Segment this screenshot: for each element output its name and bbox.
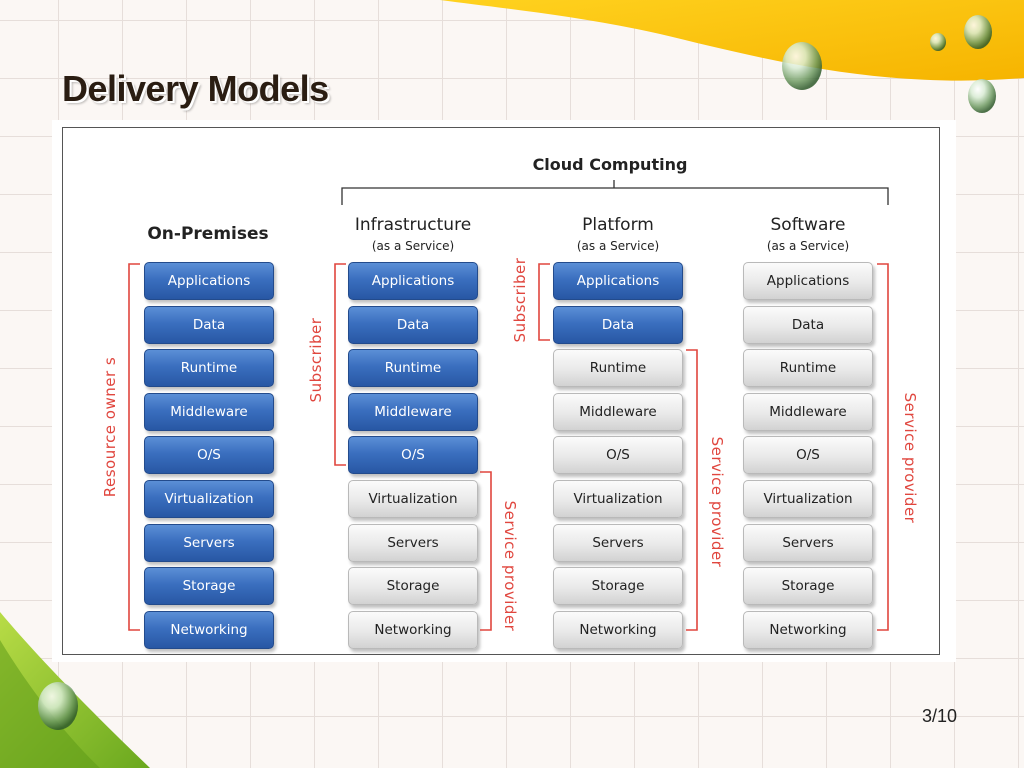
column-title-text: On-Premises	[147, 224, 269, 244]
layer-os: O/S	[348, 436, 478, 475]
layer-runtime: Runtime	[553, 349, 683, 388]
iaas-service-provider-label: Service provider	[501, 500, 519, 632]
layer-middleware: Middleware	[743, 392, 873, 431]
layer-storage: Storage	[348, 567, 478, 606]
column-title-paas: Platform (as a Service)	[528, 215, 708, 253]
layer-runtime: Runtime	[348, 349, 478, 388]
layer-data: Data	[144, 305, 274, 344]
cloud-computing-label: Cloud Computing	[532, 155, 688, 174]
column-subtitle-text: (as a Service)	[576, 239, 660, 253]
layer-middleware: Middleware	[348, 392, 478, 431]
saas-service-provider-label: Service provider	[901, 392, 919, 524]
layer-servers: Servers	[144, 523, 274, 562]
column-subtitle-text: (as a Service)	[766, 239, 850, 253]
column-title-saas: Software (as a Service)	[718, 215, 898, 253]
layer-data: Data	[743, 305, 873, 344]
paas-subscriber-label: Subscriber	[511, 257, 529, 343]
layer-virtualization: Virtualization	[348, 479, 478, 518]
iaas-subscriber-label: Subscriber	[307, 317, 325, 403]
layer-storage: Storage	[743, 567, 873, 606]
layer-os: O/S	[553, 436, 683, 475]
paas-service-provider-label: Service provider	[708, 436, 726, 568]
stack-iaas: Applications Data Runtime Middleware O/S…	[348, 262, 478, 654]
layer-storage: Storage	[144, 567, 274, 606]
layer-data: Data	[348, 305, 478, 344]
layer-os: O/S	[743, 436, 873, 475]
layer-networking: Networking	[144, 610, 274, 649]
layer-middleware: Middleware	[553, 392, 683, 431]
layer-servers: Servers	[553, 523, 683, 562]
column-title-iaas: Infrastructure (as a Service)	[323, 215, 503, 253]
layer-servers: Servers	[348, 523, 478, 562]
layer-data: Data	[553, 305, 683, 344]
layer-virtualization: Virtualization	[553, 479, 683, 518]
stack-on-premises: Applications Data Runtime Middleware O/S…	[144, 262, 274, 654]
stack-saas: Applications Data Runtime Middleware O/S…	[743, 262, 873, 654]
layer-servers: Servers	[743, 523, 873, 562]
layer-networking: Networking	[743, 610, 873, 649]
layer-middleware: Middleware	[144, 392, 274, 431]
column-title-text: Infrastructure	[354, 215, 472, 235]
layer-runtime: Runtime	[743, 349, 873, 388]
column-subtitle-text: (as a Service)	[371, 239, 455, 253]
layer-storage: Storage	[553, 567, 683, 606]
layer-os: O/S	[144, 436, 274, 475]
slide-title: Delivery Models	[62, 68, 329, 109]
layer-applications: Applications	[743, 262, 873, 300]
column-title-on-premises: On-Premises	[118, 224, 298, 244]
layer-networking: Networking	[348, 610, 478, 649]
resource-owners-label: Resource owner s	[101, 356, 119, 498]
layer-applications: Applications	[144, 262, 274, 300]
layer-networking: Networking	[553, 610, 683, 649]
column-title-text: Software	[770, 215, 846, 235]
diagram-frame	[62, 127, 940, 655]
column-title-text: Platform	[582, 215, 654, 235]
page-number: 3/10	[922, 706, 958, 726]
layer-virtualization: Virtualization	[144, 479, 274, 518]
stack-paas: Applications Data Runtime Middleware O/S…	[553, 262, 683, 654]
layer-applications: Applications	[348, 262, 478, 300]
layer-virtualization: Virtualization	[743, 479, 873, 518]
layer-runtime: Runtime	[144, 349, 274, 388]
layer-applications: Applications	[553, 262, 683, 300]
